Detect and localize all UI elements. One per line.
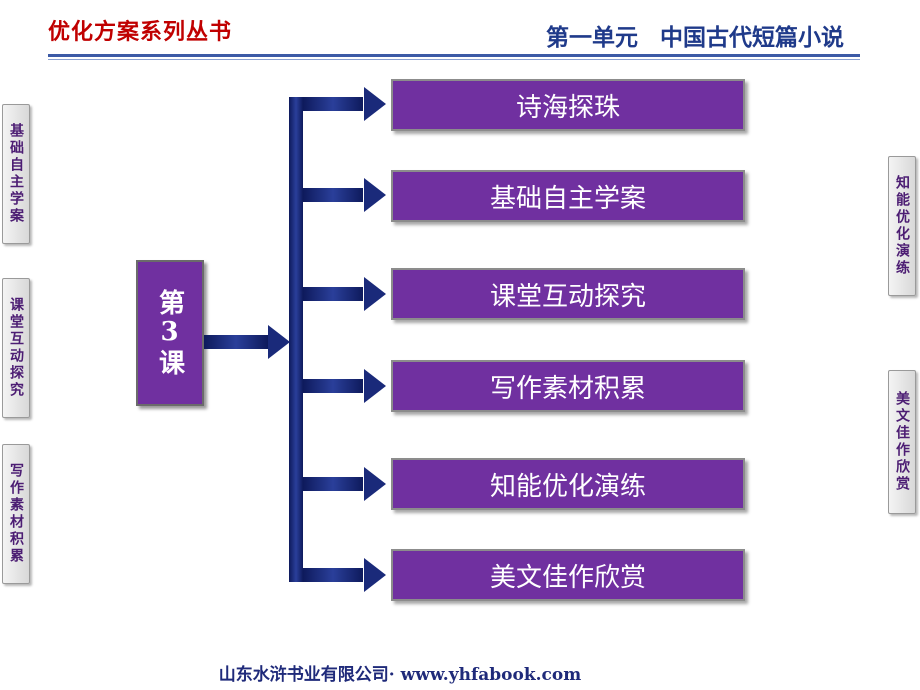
branch-bar-1: [303, 97, 363, 111]
branch-bar-3: [303, 287, 363, 301]
branch-arrow-5: [364, 467, 386, 501]
header-divider: [48, 54, 860, 57]
section-box-practice[interactable]: 知能优化演练: [391, 458, 745, 510]
right-nav-tab-essay-appreciation[interactable]: 美文佳作欣赏: [888, 370, 916, 514]
section-box-classroom-inquiry[interactable]: 课堂互动探究: [391, 268, 745, 320]
section-box-essay-appreciation[interactable]: 美文佳作欣赏: [391, 549, 745, 601]
branch-bar-5: [303, 477, 363, 491]
section-box-writing-material[interactable]: 写作素材积累: [391, 360, 745, 412]
section-box-basic-study[interactable]: 基础自主学案: [391, 170, 745, 222]
branch-arrow-4: [364, 369, 386, 403]
branch-bar-6: [303, 568, 363, 582]
header-divider-thin: [48, 59, 860, 60]
branch-bar-4: [303, 379, 363, 393]
left-nav-tab-classroom-inquiry[interactable]: 课堂互动探究: [2, 278, 30, 418]
series-title: 优化方案系列丛书: [48, 20, 233, 45]
branch-bar-2: [303, 188, 363, 202]
branch-arrow-1: [364, 87, 386, 121]
footer-publisher: 山东水浒书业有限公司· www.yhfabook.com: [218, 665, 582, 685]
lesson-connector-arrow: [268, 325, 290, 359]
connector-trunk: [289, 97, 303, 582]
lesson-connector-bar: [204, 335, 268, 349]
unit-number: 第一单元: [546, 25, 638, 51]
right-nav-tab-practice[interactable]: 知能优化演练: [888, 156, 916, 296]
branch-arrow-6: [364, 558, 386, 592]
section-box-poetry[interactable]: 诗海探珠: [391, 79, 745, 131]
unit-topic: 中国古代短篇小说: [660, 25, 844, 51]
branch-arrow-2: [364, 178, 386, 212]
lesson-box: 第3课: [136, 260, 204, 406]
left-nav-tab-basic-study[interactable]: 基础自主学案: [2, 104, 30, 244]
left-nav-tab-writing-material[interactable]: 写作素材积累: [2, 444, 30, 584]
branch-arrow-3: [364, 277, 386, 311]
unit-title: 第一单元中国古代短篇小说: [546, 18, 844, 52]
